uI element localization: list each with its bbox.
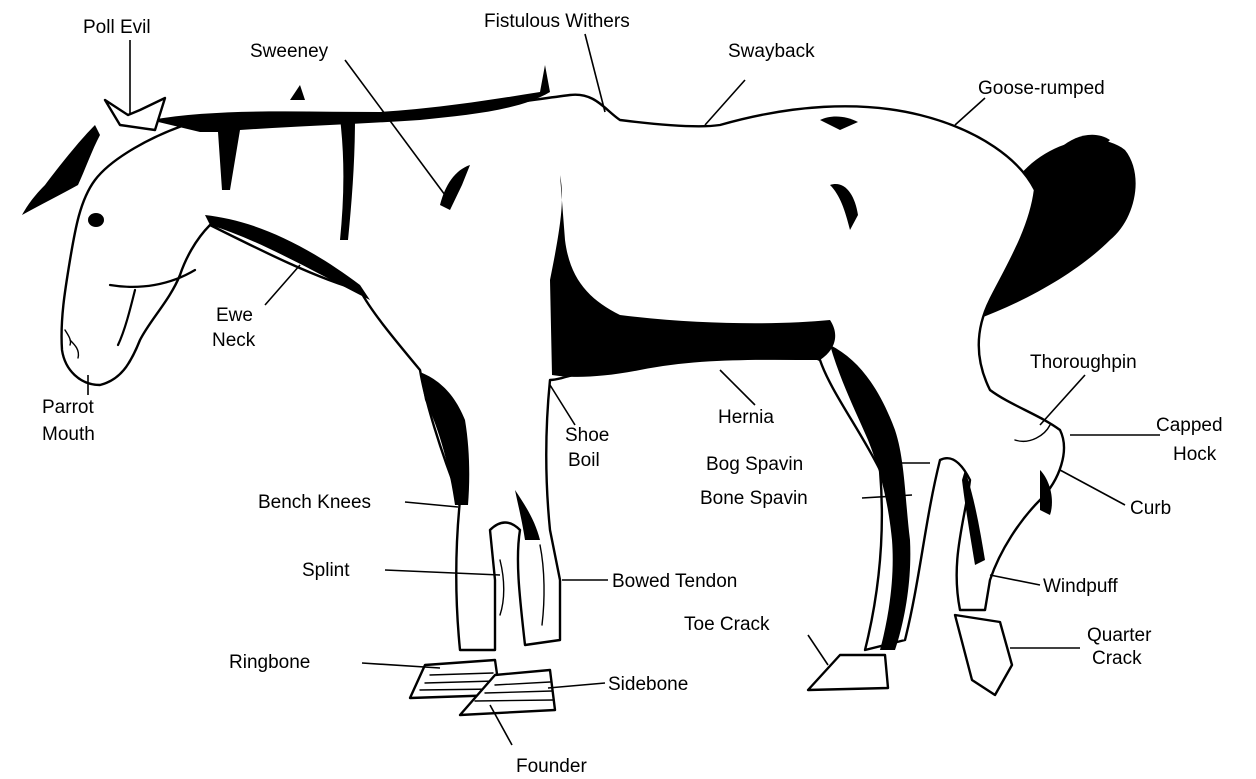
label-swayback: Swayback: [728, 41, 815, 62]
label-splint: Splint: [302, 560, 350, 581]
label-toe-crack: Toe Crack: [684, 614, 770, 635]
label-bone-spavin: Bone Spavin: [700, 488, 808, 509]
leader-goose-rumped: [955, 98, 985, 125]
ears: [105, 98, 165, 130]
label-thoroughpin: Thoroughpin: [1030, 352, 1137, 373]
label-bowed-tendon: Bowed Tendon: [612, 571, 737, 592]
label-ewe-neck-line1: Ewe: [216, 305, 253, 326]
leader-hernia: [720, 370, 755, 405]
leader-ewe-neck: [265, 265, 300, 305]
label-fistulous-withers: Fistulous Withers: [484, 11, 630, 32]
label-sidebone: Sidebone: [608, 674, 688, 695]
label-windpuff: Windpuff: [1043, 576, 1118, 597]
leader-swayback: [705, 80, 745, 125]
label-sweeney: Sweeney: [250, 41, 329, 62]
leader-curb: [1060, 470, 1125, 505]
label-hernia: Hernia: [718, 407, 774, 428]
leader-toe-crack: [808, 635, 828, 665]
leader-bench-knees: [405, 502, 458, 507]
label-capped-hock-line1: Capped: [1156, 415, 1223, 436]
leader-windpuff: [990, 575, 1040, 585]
horse-illustration: [22, 65, 1136, 715]
label-parrot-mouth-line2: Mouth: [42, 424, 95, 445]
label-quarter-crack-line1: Quarter: [1087, 625, 1152, 646]
label-bog-spavin: Bog Spavin: [706, 454, 803, 475]
label-poll-evil: Poll Evil: [83, 17, 151, 38]
label-ringbone: Ringbone: [229, 652, 310, 673]
label-bench-knees: Bench Knees: [258, 492, 371, 513]
label-founder: Founder: [516, 756, 587, 777]
label-capped-hock-line2: Hock: [1173, 444, 1217, 465]
label-shoe-boil-line2: Boil: [568, 450, 600, 471]
label-quarter-crack-line2: Crack: [1092, 648, 1142, 669]
label-goose-rumped: Goose-rumped: [978, 78, 1105, 99]
label-ewe-neck-line2: Neck: [212, 330, 256, 351]
leader-shoe-boil: [550, 385, 575, 425]
eye: [88, 213, 104, 227]
label-shoe-boil-line1: Shoe: [565, 425, 609, 446]
leader-thoroughpin: [1040, 375, 1085, 425]
leader-sidebone: [548, 683, 605, 688]
hind-hoof-right: [955, 615, 1012, 695]
label-curb: Curb: [1130, 498, 1171, 519]
hind-hoof-left: [808, 655, 888, 690]
label-parrot-mouth-line1: Parrot: [42, 397, 94, 418]
